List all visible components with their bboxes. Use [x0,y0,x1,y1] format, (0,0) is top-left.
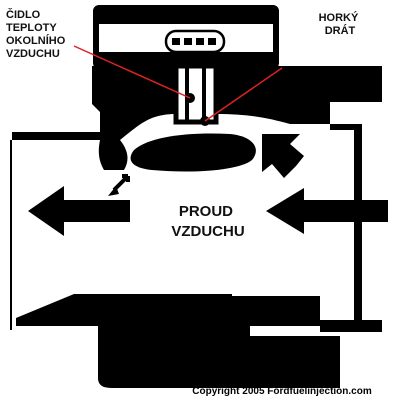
temp-sensor-label-line: OKOLNÍHO [6,34,66,47]
connector-pin [184,38,192,45]
lower-wall-mid [232,296,320,326]
arrow-out-of-bypass-head [108,186,119,196]
airflow-label: PROUD VZDUCHU [171,203,244,240]
temp-sensor-label: ČIDLO TEPLOTY OKOLNÍHO VZDUCHU [6,8,68,60]
hot-wire-label: HORKÝ DRÁT [319,11,362,37]
connector-pin [172,38,180,45]
sensor-head [93,5,279,69]
upper-body-right [216,66,382,124]
leader-line-hot-wire [204,67,283,122]
airflow-arrows [28,134,388,236]
lower-wall-right [320,320,382,332]
temp-sensor-label-line: ČIDLO [6,8,41,21]
airflow-label-line: PROUD [179,203,233,220]
upper-body-left [12,66,176,140]
connector-pin [196,38,204,45]
connector-pin [208,38,216,45]
lower-mount [98,326,340,388]
connector-pins-outline [164,29,226,54]
arrow-outflow-left [28,186,130,236]
hot-wire-label-line: DRÁT [325,24,356,37]
tube-right-edge [354,124,362,332]
probe-wire [202,66,206,122]
temp-sensor-label-line: TEPLOTY [6,22,57,34]
sensor-head-bottom-band [99,52,273,63]
leader-line-temp [73,45,191,99]
sensor-head-top-band [99,11,273,24]
tube-right-lip [330,124,356,130]
hot-wire-label-line: HORKÝ [319,11,359,24]
bypass-lip [98,140,128,170]
copyright-notice: Copyright 2005 Fordfuelinjection.com [192,386,372,397]
arrow-into-bypass [262,134,304,178]
airflow-label-line: VZDUCHU [171,223,244,240]
arrow-inflow-right [266,188,388,234]
tube-left-edge [10,140,12,330]
lower-wall-left [16,294,232,326]
upper-body-joint [92,66,100,72]
temp-sensor-label-line: VZDUCHU [6,48,60,60]
bypass-channel [130,133,256,172]
